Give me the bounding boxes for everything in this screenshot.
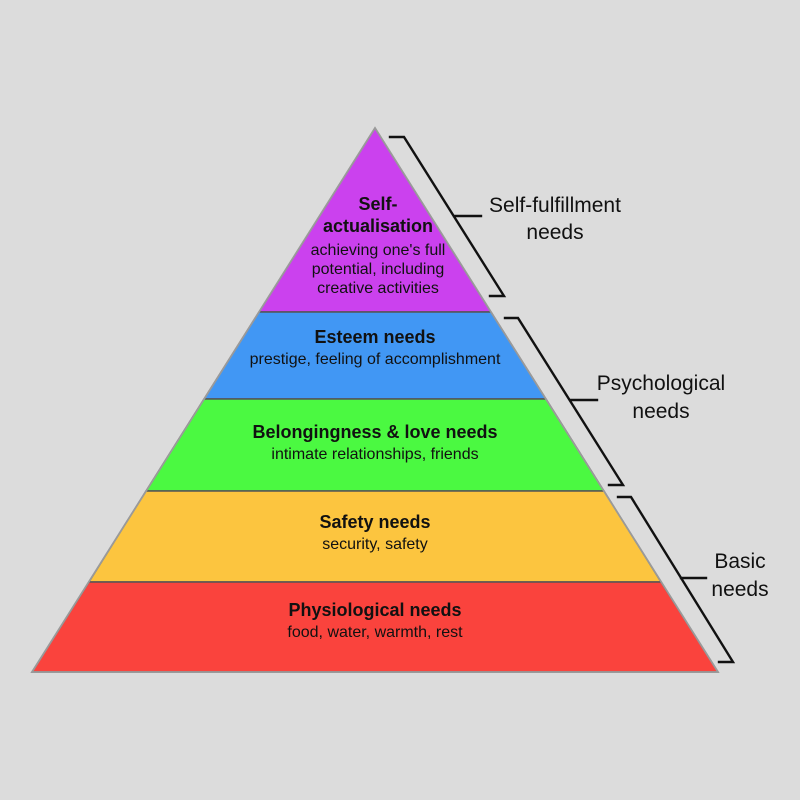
bracket-basic (616, 495, 736, 664)
tier-shape-belongingness-love (144, 398, 606, 492)
bracket-psychological (503, 316, 626, 487)
tier-shape-esteem (202, 311, 548, 400)
bracket-self-fulfillment (388, 135, 507, 298)
tier-shape-safety (87, 490, 663, 583)
pyramid-outer-outline (30, 126, 720, 673)
tier-shape-physiological (30, 581, 720, 673)
group-label-psychological: Psychological needs (596, 372, 726, 423)
group-label-self-fulfillment: Self-fulfillment needs (489, 194, 621, 244)
group-label-basic: Basic needs (711, 550, 769, 601)
